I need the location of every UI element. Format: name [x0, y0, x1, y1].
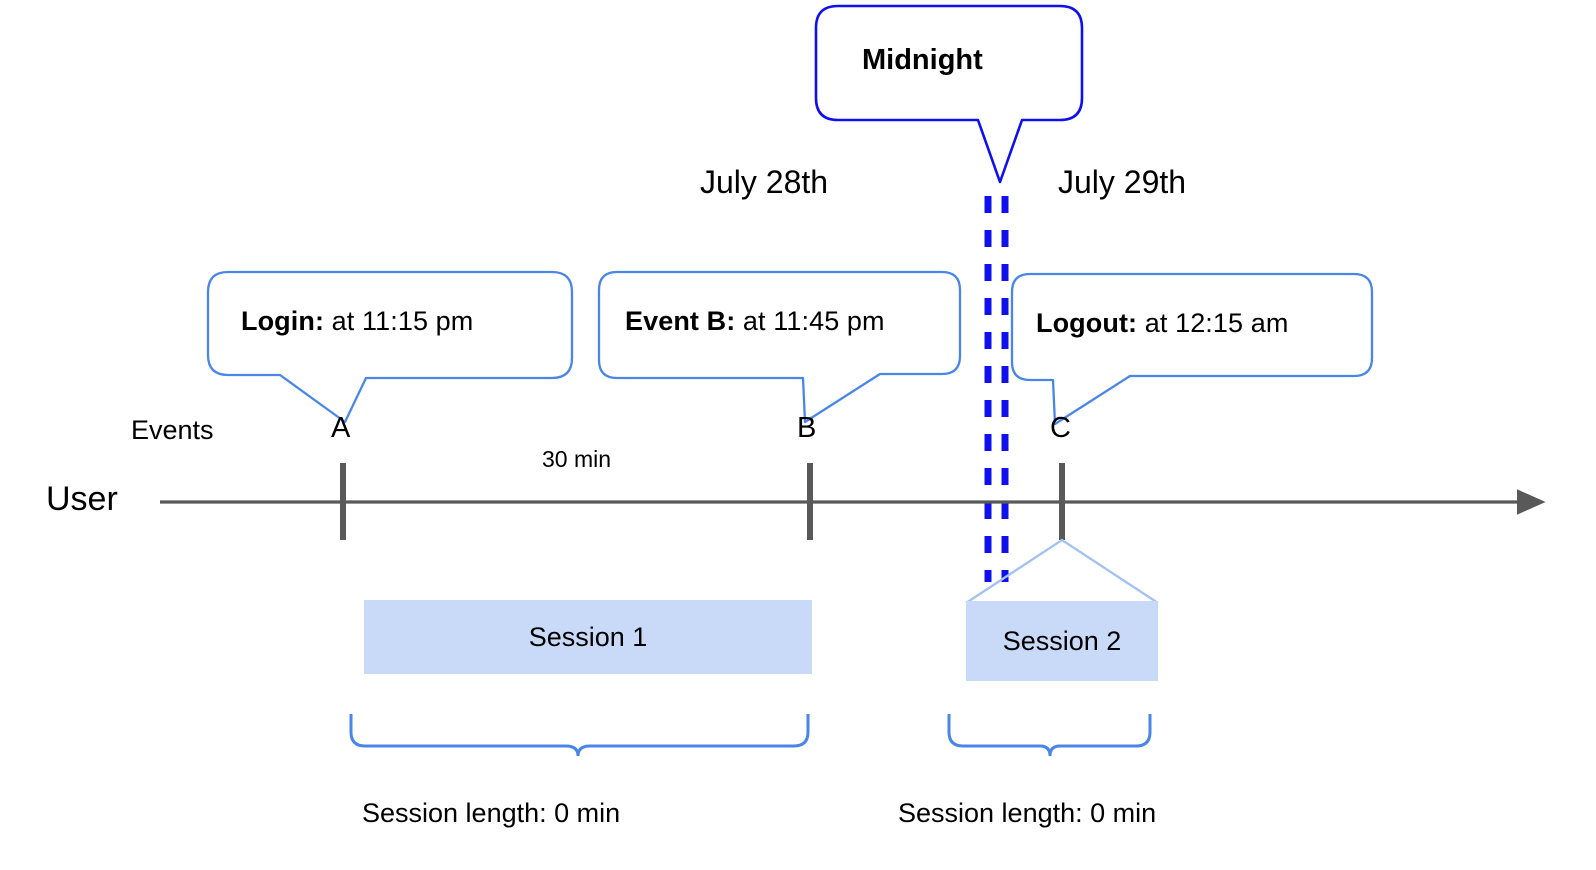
event-tick-marks [340, 463, 1065, 540]
logout-callout-detail: at 12:15 am [1137, 308, 1289, 338]
session-1-length-label: Session length: 0 min [362, 798, 621, 828]
midnight-divider-lines [984, 196, 1009, 582]
login-callout-label: Login: at 11:15 pm [241, 306, 473, 337]
session-2-bar[interactable]: Session 2 [966, 601, 1158, 681]
session-1-bar[interactable]: Session 1 [364, 600, 812, 674]
session-1-label: Session 1 [528, 621, 648, 652]
login-callout-title: Login: [241, 306, 325, 336]
login-callout-shape [206, 270, 574, 424]
day-label-july-28: July 28th [700, 164, 829, 200]
lane-label-events: Events [131, 415, 214, 445]
duration-label-a-b: 30 min [542, 446, 612, 472]
midnight-callout-label: Midnight [862, 44, 983, 76]
event-marker-c: C [1050, 412, 1071, 444]
event-marker-a: A [331, 412, 351, 444]
session-2-label: Session 2 [1002, 625, 1122, 656]
session-2-brace [947, 714, 1152, 757]
midnight-callout-shape [814, 4, 1084, 184]
login-callout-detail: at 11:15 pm [324, 306, 474, 336]
session-1-brace [349, 714, 810, 757]
session-2-connector [965, 538, 1159, 605]
logout-callout-label: Logout: at 12:15 am [1036, 308, 1288, 339]
session-2-length-label: Session length: 0 min [898, 798, 1157, 828]
day-label-july-29: July 29th [1058, 164, 1187, 200]
event-b-callout-detail: at 11:45 pm [735, 306, 885, 336]
lane-label-user: User [46, 480, 118, 518]
logout-callout-title: Logout: [1036, 308, 1138, 338]
event-b-callout-title: Event B: [625, 306, 736, 336]
logout-callout-shape [1010, 272, 1374, 426]
event-marker-b: B [797, 412, 817, 444]
event-b-callout-label: Event B: at 11:45 pm [625, 306, 885, 337]
event-b-callout-shape [597, 270, 962, 424]
